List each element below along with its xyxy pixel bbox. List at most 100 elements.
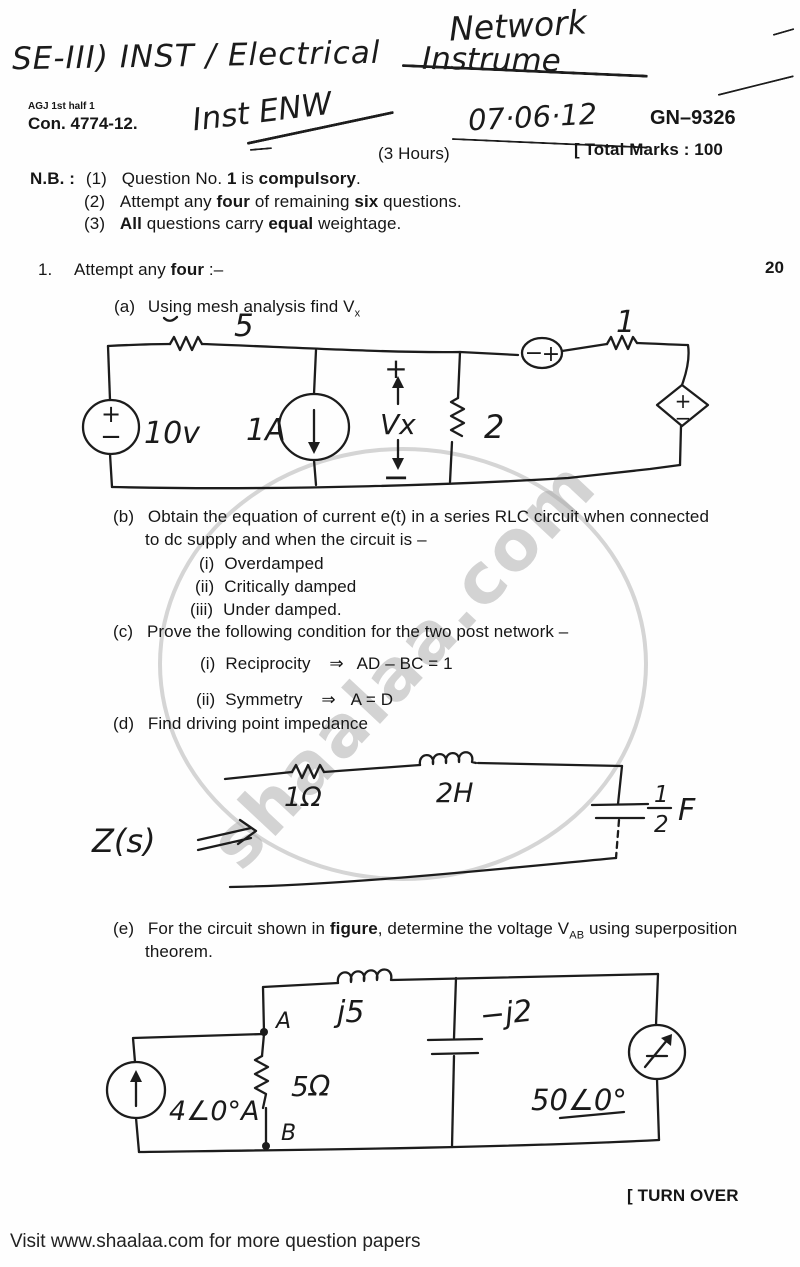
plus-sign: + — [101, 400, 121, 428]
circuit-e-figure: j5 A 4∠0°A 5Ω B −j2 — [105, 968, 687, 1154]
batch-code: AGJ 1st half 1 — [28, 101, 95, 112]
wire — [261, 981, 340, 1034]
q1a-line: (a) Using mesh analysis find Vx — [114, 297, 361, 320]
wire — [448, 440, 454, 484]
vx-label: Vx — [380, 408, 416, 441]
resistor-5-symbol — [168, 335, 204, 352]
resistor-symbol — [290, 763, 326, 780]
inductor-symbol — [336, 968, 393, 985]
circuit-d-figure: 1Ω 2H 1 2 F Z(s) — [91, 751, 696, 889]
capacitor-plate — [430, 1051, 480, 1056]
dep-minus: − — [675, 406, 692, 430]
resistor-label: 1Ω — [284, 782, 322, 813]
inductor-label: 2H — [436, 778, 473, 809]
wire — [476, 761, 624, 768]
capacitor-frac-num: 1 — [654, 782, 669, 808]
cs-plus: + — [542, 342, 560, 367]
nb-1-num: (1) — [85, 169, 107, 188]
wire — [108, 452, 114, 489]
corner-scribble — [772, 27, 795, 36]
wire — [228, 856, 618, 889]
wire — [655, 1077, 661, 1142]
nb-line-2: (2) Attempt any four of remaining six qu… — [84, 192, 462, 212]
q1e-num: (e) — [113, 919, 135, 938]
wire — [450, 1054, 456, 1149]
arrow-diagonal-icon — [643, 1037, 670, 1069]
dep-plus: + — [675, 389, 692, 413]
wire — [134, 1116, 141, 1154]
arrow-head-line — [236, 818, 258, 846]
wire — [260, 1032, 266, 1058]
duration: (3 Hours) — [378, 144, 450, 163]
q1c-item-ii: (ii)Symmetry ⇒ A = D — [196, 690, 394, 710]
minus-sign: − — [100, 422, 122, 452]
nb-line-1: N.B. : (1) Question No. 1 is compulsory. — [30, 169, 361, 189]
q1b-item-iii: (iii)Under damped. — [190, 600, 342, 619]
resistor-symbol — [253, 1054, 270, 1110]
double-arrow-line — [196, 826, 253, 842]
cs-minus: − — [525, 341, 543, 366]
arrow-head — [661, 1034, 672, 1046]
wire — [131, 1032, 266, 1064]
q1c-num: (c) — [113, 622, 134, 641]
node-b-label: B — [281, 1121, 296, 1146]
q1d-num: (d) — [113, 714, 135, 733]
wire — [312, 458, 318, 487]
wire — [452, 976, 458, 1040]
turn-over-note: [ TURN OVER — [627, 1186, 739, 1205]
nb-3-num: (3) — [84, 214, 106, 233]
arrow-head — [130, 1070, 142, 1082]
label-underline — [558, 1110, 626, 1120]
node-b-dot — [262, 1142, 270, 1150]
q1c-text: Prove the following condition for the tw… — [146, 622, 569, 641]
ac-source-label: 50∠0° — [531, 1083, 627, 1117]
q1e-line1: (e) For the circuit shown in figure, det… — [113, 919, 737, 941]
wire — [616, 764, 624, 806]
wire — [678, 424, 683, 467]
cs-source-symbol — [520, 336, 564, 370]
q1e-line2: theorem. — [145, 942, 213, 961]
wire — [390, 972, 660, 982]
capacitor-plate — [590, 802, 650, 807]
watermark-circle: shaalaa.com — [158, 443, 648, 885]
arrow-head — [392, 376, 404, 388]
handwritten-struck-word: Instrume — [421, 40, 562, 80]
q1b-line2: to dc supply and when the circuit is – — [145, 530, 427, 549]
q1b-item-i: (i)Overdamped — [199, 554, 324, 573]
wire — [456, 350, 462, 400]
wire — [137, 1138, 661, 1154]
q1c-item-i: (i)Reciprocity ⇒ AD – BC = 1 — [200, 654, 453, 674]
q1-heading: Attempt any four :– — [74, 260, 224, 279]
q1c-line: (c) Prove the following condition for th… — [113, 622, 568, 642]
circuit-a-figure: 5 + − 10v 1A + Vx − — [81, 305, 710, 496]
q1-number: 1. — [38, 260, 53, 279]
q1b-text1: Obtain the equation of current e(t) in a… — [147, 507, 710, 526]
paper-code: GN–9326 — [650, 107, 736, 129]
total-marks: [ Total Marks : 100 — [574, 140, 723, 159]
arrow-head — [308, 442, 320, 454]
nb-line-3: (3) All questions carry equal weightage. — [84, 214, 401, 234]
vx-minus: − — [383, 458, 410, 496]
wire — [654, 972, 660, 1027]
code-scribble — [717, 75, 794, 96]
capacitor-label: −j2 — [478, 994, 534, 1034]
wire — [560, 342, 609, 353]
resistor-2-symbol — [449, 396, 466, 438]
q1b-item-ii: (ii)Critically damped — [195, 577, 357, 596]
nb-2-text: Attempt any four of remaining six questi… — [119, 192, 462, 211]
resistor-5-label: 5 — [234, 308, 254, 344]
wire — [614, 818, 621, 860]
vx-plus: + — [384, 352, 407, 385]
wire — [106, 344, 112, 402]
resistor-1-symbol — [605, 334, 639, 351]
capacitor-frac-den: 2 — [654, 812, 669, 838]
nb-label: N.B. : — [30, 169, 75, 188]
resistor-2-label: 2 — [484, 408, 504, 446]
capacitor-unit: F — [678, 793, 696, 828]
resistor-1-label: 1 — [616, 305, 635, 340]
implies-icon: ⇒ — [321, 690, 336, 710]
resistor-label: 5Ω — [291, 1070, 331, 1103]
current-source-label: 4∠0°A — [169, 1096, 260, 1127]
footer-visit-link: Visit www.shaalaa.com for more question … — [10, 1231, 421, 1252]
